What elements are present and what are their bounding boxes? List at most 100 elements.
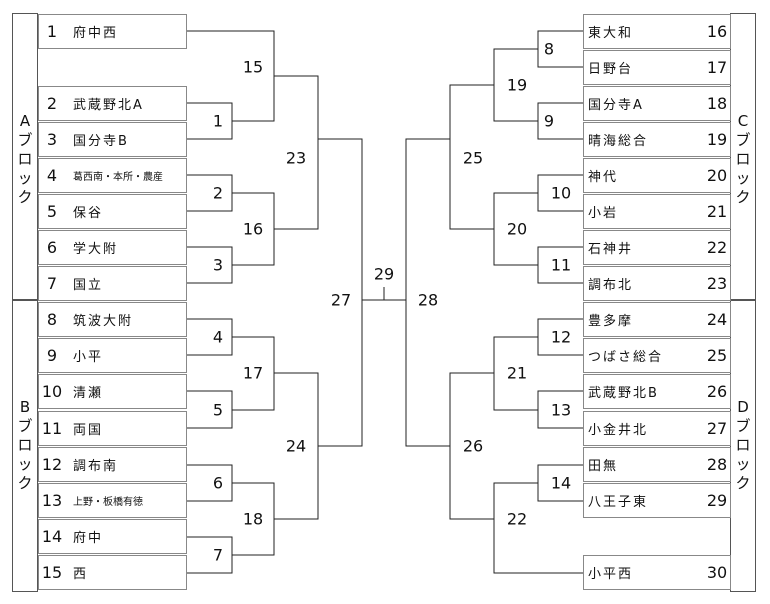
team-number: 15: [41, 563, 63, 582]
team-name: つばさ総合: [588, 350, 664, 365]
team-name: 小金井北: [588, 423, 649, 438]
team-number: 5: [46, 202, 58, 221]
team-number: 3: [46, 130, 58, 149]
game-number-2: 2: [212, 183, 224, 203]
team-cell-27: 小金井北 27: [583, 411, 731, 446]
team-name: 小岩: [588, 206, 619, 221]
game-number-6: 6: [212, 473, 224, 493]
game-number-27: 27: [330, 290, 352, 310]
team-number: 30: [706, 563, 728, 582]
team-cell-18: 国分寺A 18: [583, 86, 731, 121]
game-number-29: 29: [373, 264, 395, 284]
game-number-4: 4: [212, 327, 224, 347]
team-name: 調布北: [588, 278, 634, 293]
game-number-25: 25: [462, 148, 484, 168]
team-number: 10: [41, 382, 63, 401]
game-number-24: 24: [285, 436, 307, 456]
team-name: 日野台: [588, 62, 634, 77]
team-number: 19: [706, 130, 728, 149]
team-number: 7: [46, 274, 58, 293]
game-number-8: 8: [543, 39, 555, 59]
block-d-box: [730, 300, 756, 592]
game-number-16: 16: [242, 219, 264, 239]
team-number: 20: [706, 166, 728, 185]
game-number-10: 10: [550, 183, 572, 203]
block-b-box: [12, 300, 38, 592]
team-name: 国分寺A: [588, 98, 644, 113]
game-number-3: 3: [212, 255, 224, 275]
team-name: 府中: [73, 531, 104, 546]
team-cell-7: 7 国立: [38, 266, 187, 301]
team-cell-15: 15 西: [38, 555, 187, 590]
team-cell-10: 10 清瀬: [38, 374, 187, 409]
team-name: 西: [73, 567, 89, 582]
team-name: 学大附: [73, 242, 119, 257]
team-name: 小平西: [588, 567, 634, 582]
game-number-21: 21: [506, 363, 528, 383]
team-number: 6: [46, 238, 58, 257]
team-name: 上野・板橋有徳: [73, 497, 143, 508]
team-name: 豊多摩: [588, 314, 634, 329]
team-name: 武蔵野北A: [73, 98, 144, 113]
game-number-5: 5: [212, 400, 224, 420]
game-number-17: 17: [242, 363, 264, 383]
team-cell-28: 田無 28: [583, 447, 731, 482]
team-cell-13: 13 上野・板橋有徳: [38, 483, 187, 518]
team-number: 11: [41, 419, 63, 438]
team-number: 18: [706, 94, 728, 113]
team-name: 保谷: [73, 206, 104, 221]
team-cell-30: 小平西 30: [583, 555, 731, 590]
game-number-22: 22: [506, 509, 528, 529]
team-number: 28: [706, 455, 728, 474]
team-number: 16: [706, 22, 728, 41]
team-cell-21: 小岩 21: [583, 194, 731, 229]
team-number: 9: [46, 346, 58, 365]
team-name: 小平: [73, 350, 104, 365]
team-number: 13: [41, 491, 63, 510]
game-number-14: 14: [550, 473, 572, 493]
team-number: 8: [46, 310, 58, 329]
team-cell-24: 豊多摩 24: [583, 302, 731, 337]
game-number-9: 9: [543, 111, 555, 131]
team-cell-4: 4 葛西南・本所・農産: [38, 158, 187, 193]
team-name: 府中西: [73, 26, 119, 41]
team-name: 武蔵野北B: [588, 386, 659, 401]
team-cell-9: 9 小平: [38, 338, 187, 373]
game-number-13: 13: [550, 400, 572, 420]
team-number: 21: [706, 202, 728, 221]
game-number-15: 15: [242, 57, 264, 77]
team-name: 清瀬: [73, 386, 104, 401]
team-number: 12: [41, 455, 63, 474]
game-number-23: 23: [285, 148, 307, 168]
game-number-7: 7: [212, 545, 224, 565]
team-cell-5: 5 保谷: [38, 194, 187, 229]
game-number-19: 19: [506, 75, 528, 95]
team-name: 田無: [588, 459, 619, 474]
team-name: 国立: [73, 278, 104, 293]
game-number-12: 12: [550, 327, 572, 347]
team-number: 4: [46, 166, 58, 185]
team-cell-8: 8 筑波大附: [38, 302, 187, 337]
team-name: 八王子東: [588, 495, 649, 510]
team-name: 筑波大附: [73, 314, 134, 329]
team-number: 26: [706, 382, 728, 401]
team-name: 葛西南・本所・農産: [73, 172, 163, 183]
game-number-11: 11: [550, 255, 572, 275]
team-number: 27: [706, 419, 728, 438]
block-a-box: [12, 13, 38, 300]
game-number-28: 28: [417, 290, 439, 310]
team-number: 24: [706, 310, 728, 329]
